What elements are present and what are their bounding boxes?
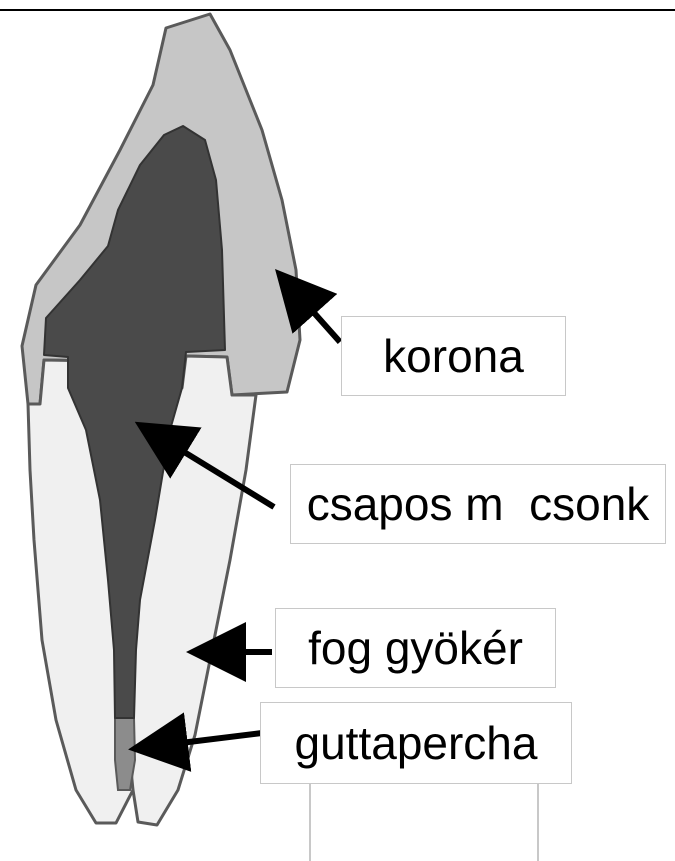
label-guttapercha: guttapercha [260,702,572,784]
gutta-percha-shape [115,718,135,790]
label-fog-gyoker: fog gyökér [275,608,556,688]
label-csapos-mu-csonk: csapos m csonk [290,464,666,544]
label-korona: korona [341,316,566,396]
